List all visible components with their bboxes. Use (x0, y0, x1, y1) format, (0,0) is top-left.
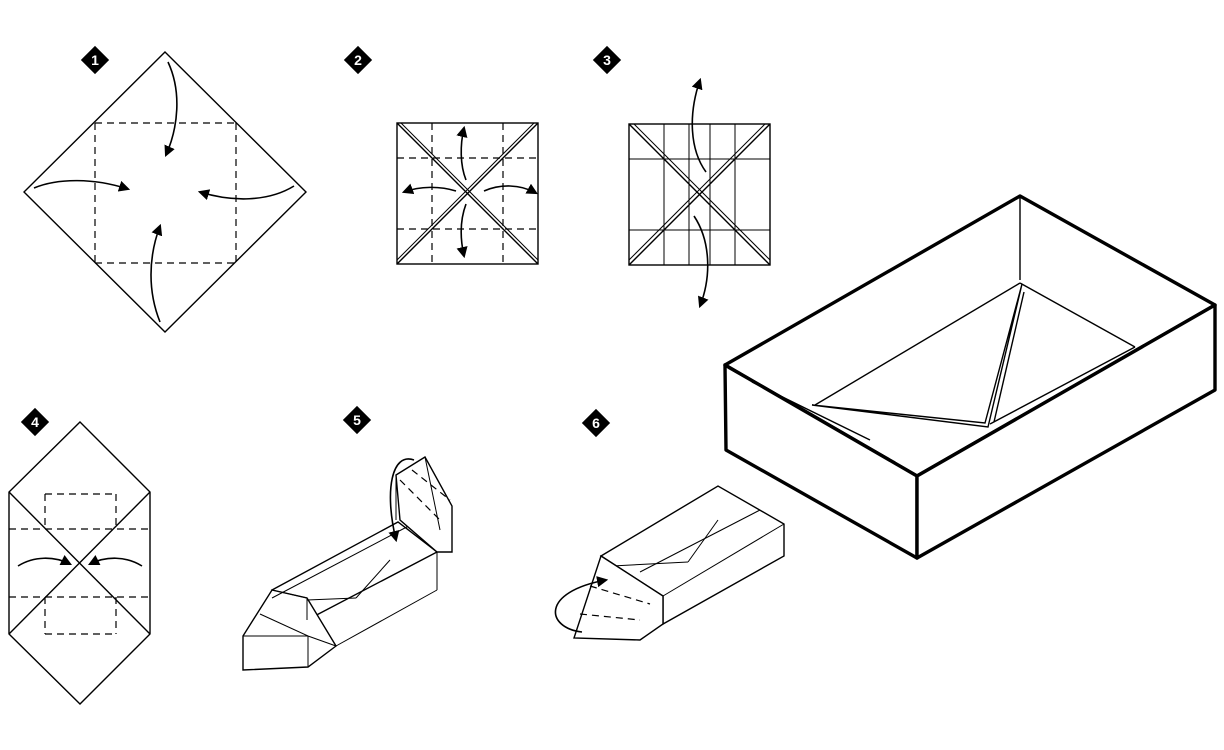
step-5: 5 (242, 405, 453, 671)
folded-square (396, 122, 539, 265)
step-2-number: 2 (354, 52, 362, 68)
step-4: 4 (8, 407, 151, 705)
finished-box (723, 194, 1217, 560)
step-3-number: 3 (603, 52, 611, 68)
box-side-face (915, 303, 1217, 560)
step-6-number: 6 (592, 415, 600, 431)
paper-square (23, 51, 307, 333)
step-4-badge: 4 (20, 407, 50, 437)
fold-arrows (33, 61, 295, 323)
box-inner-folds (727, 196, 1136, 463)
folded-rectangle (628, 123, 771, 266)
step-6: 6 (554, 408, 785, 641)
step-2-badge: 2 (343, 45, 373, 75)
step-3: 3 (592, 45, 771, 309)
unfold-arrows (401, 125, 538, 259)
step-5-number: 5 (353, 412, 361, 428)
fold-in-arrows (17, 554, 143, 567)
step-3-badge: 3 (592, 45, 622, 75)
step-2: 2 (343, 45, 539, 265)
step-1-number: 1 (91, 52, 99, 68)
partial-box-tray (242, 456, 453, 671)
crease-lines (94, 122, 237, 264)
fold-out-arrows (691, 77, 709, 309)
step-4-number: 4 (31, 414, 39, 430)
step-1: 1 (23, 45, 307, 333)
fold-in-arrow (554, 576, 609, 633)
near-finished-tray (573, 485, 785, 641)
inner-folds (8, 491, 151, 635)
step-1-badge: 1 (80, 45, 110, 75)
diagonal-folds (396, 122, 539, 265)
crease-lines (9, 493, 150, 635)
fold-over-arrow (388, 458, 415, 543)
step-5-badge: 5 (342, 405, 372, 435)
inner-folds (628, 123, 771, 266)
step-6-badge: 6 (581, 408, 611, 438)
